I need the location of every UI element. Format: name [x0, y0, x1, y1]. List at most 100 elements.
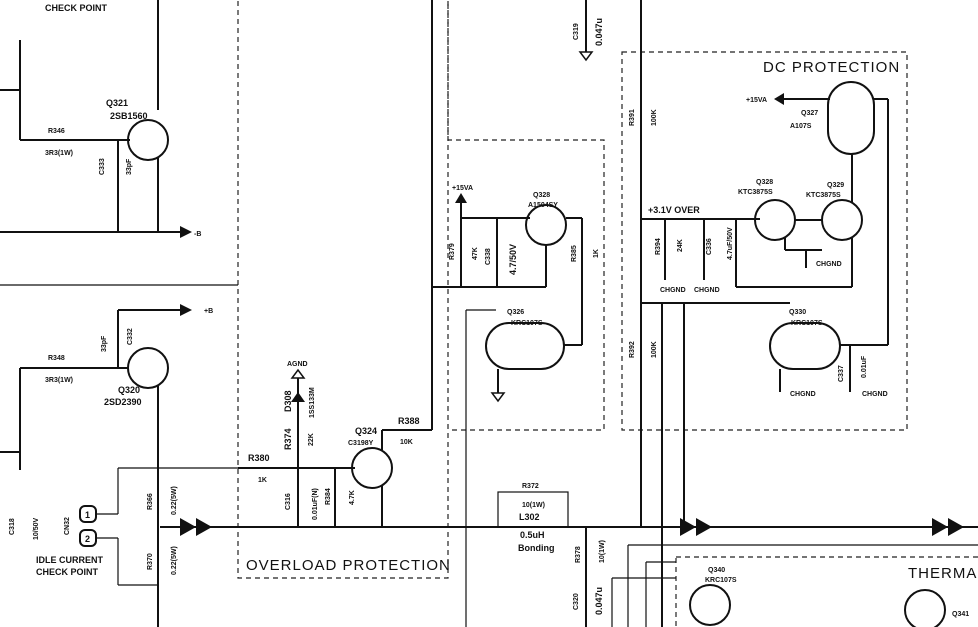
thermal-title: THERMAL — [908, 565, 978, 582]
r372-value: 10(1W) — [522, 502, 545, 509]
q329-part: KTC3875S — [806, 192, 841, 199]
c319-ref: C319 — [573, 23, 580, 40]
c337-value: 0.01uF — [861, 355, 868, 378]
l302-value: 0.5uH — [520, 530, 545, 540]
bus-arrow-4 — [696, 518, 712, 536]
r388-value: 10K — [400, 439, 413, 446]
r388-ref: R388 — [398, 416, 420, 426]
plus-15va-arrow-a — [455, 193, 467, 203]
c319-value: 0.047u — [594, 18, 604, 46]
minus-b-arrow — [180, 226, 192, 238]
check-point-top: CHECK POINT — [45, 3, 108, 13]
thermal-block — [675, 556, 978, 627]
c332-value: 33pF — [101, 335, 108, 352]
c319-gnd — [578, 51, 594, 62]
q328-part: A1504SY — [528, 202, 558, 209]
agnd-symbol — [290, 368, 306, 379]
c338-ref: C338 — [485, 248, 492, 265]
q340-transistor — [689, 584, 731, 626]
q330-transistor — [769, 322, 841, 370]
chgnd-label-4: CHGND — [790, 391, 816, 398]
plus-3v1-over-label: +3.1V OVER — [648, 205, 700, 215]
r378-value: 10(1W) — [599, 540, 606, 563]
q327-transistor — [827, 81, 875, 155]
q328-transistor — [525, 204, 567, 246]
c318-value: 10/50V — [33, 517, 40, 540]
r392-ref: R392 — [629, 341, 636, 358]
r370-ref: R370 — [147, 553, 154, 570]
q326-transistor — [485, 322, 565, 370]
d308-value: 1SS133M — [309, 387, 316, 418]
q341-transistor — [904, 589, 946, 627]
d308-ref: D308 — [283, 390, 293, 412]
q326-part: KRC107S — [511, 320, 543, 327]
q327-ref: Q327 — [801, 110, 818, 117]
q326-gnd-arrow — [490, 392, 506, 403]
c332-ref: C332 — [127, 328, 134, 345]
cn32-pin1-label: 1 — [85, 510, 90, 520]
r380-value: 1K — [258, 477, 267, 484]
plus-15va-label-a: +15VA — [452, 185, 473, 192]
bus-arrow-3 — [680, 518, 696, 536]
q324-ref: Q324 — [355, 426, 377, 436]
q328b-part: KTC3875S — [738, 189, 773, 196]
q324-transistor — [351, 447, 393, 489]
chgnd-label-1: CHGND — [660, 287, 686, 294]
bus-arrow-6 — [948, 518, 964, 536]
r391-ref: R391 — [629, 109, 636, 126]
q321-ref: Q321 — [106, 98, 128, 108]
bus-arrow-1 — [180, 518, 196, 536]
r374-ref: R374 — [283, 428, 293, 450]
bonding-label: Bonding — [518, 543, 555, 553]
block-outline-mid — [447, 0, 605, 431]
plus-15va-arrow-b — [774, 93, 784, 105]
bus-arrow-2 — [196, 518, 212, 536]
r346-ref: R346 — [48, 128, 65, 135]
l302-ref: L302 — [519, 512, 540, 522]
chgnd-label-3: CHGND — [816, 261, 842, 268]
plus-b-label: +B — [204, 308, 213, 315]
idle-current-label-2: CHECK POINT — [36, 567, 99, 577]
overload-protection-title: OVERLOAD PROTECTION — [246, 557, 451, 574]
q327-part: A107S — [790, 123, 812, 130]
c337-ref: C337 — [838, 365, 845, 382]
q326-ref: Q326 — [507, 309, 524, 316]
c316-value: 0.01uF(N) — [312, 488, 319, 520]
cn32-label: CN32 — [64, 517, 71, 535]
c316-ref: C316 — [285, 493, 292, 510]
r370-value: 0.22(5W) — [171, 546, 178, 575]
q328b-transistor — [754, 199, 796, 241]
q320-transistor — [127, 347, 169, 389]
agnd-label: AGND — [287, 361, 308, 368]
q341-ref: Q341 — [952, 611, 969, 618]
bonding-loop — [497, 491, 569, 528]
r385-value: 1K — [593, 249, 600, 258]
idle-current-label-1: IDLE CURRENT — [36, 555, 104, 565]
plus-15va-label-b: +15VA — [746, 97, 767, 104]
cn32-pin2-label: 2 — [85, 534, 90, 544]
r384-value: 4.7K — [349, 490, 356, 505]
c336-value: 4.7uF/50V — [727, 227, 734, 260]
bus-arrow-5 — [932, 518, 948, 536]
dc-protection-block — [621, 51, 908, 431]
r378-ref: R378 — [575, 546, 582, 563]
r380-ref: R380 — [248, 453, 270, 463]
c333-ref: C333 — [99, 158, 106, 175]
c333-value: 33pF — [126, 158, 133, 175]
q340-ref: Q340 — [708, 567, 725, 574]
q340-part: KRC107S — [705, 577, 737, 584]
r385-ref: R385 — [571, 245, 578, 262]
q329-ref: Q329 — [827, 182, 844, 189]
q320-part: 2SD2390 — [104, 397, 142, 407]
r366-value: 0.22(5W) — [171, 486, 178, 515]
r374-value: 22K — [308, 433, 315, 446]
q321-transistor — [127, 119, 169, 161]
c338-value: 4.7/50V — [508, 244, 518, 275]
plus-b-arrow — [180, 304, 192, 316]
q328-ref: Q328 — [533, 192, 550, 199]
c320-ref: C320 — [573, 593, 580, 610]
r394-ref: R394 — [655, 238, 662, 255]
minus-b-label: -B — [194, 231, 201, 238]
r391-value: 100K — [651, 109, 658, 126]
